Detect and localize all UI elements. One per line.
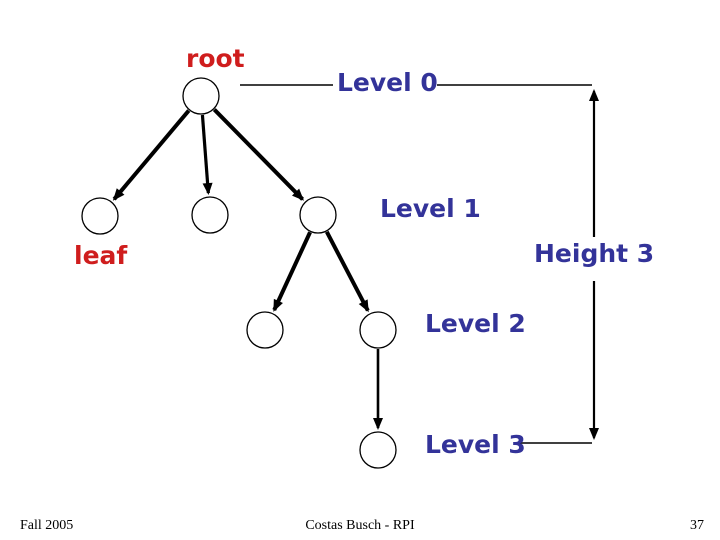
edges-layer: [112, 108, 383, 430]
tree-node-n2a: [246, 311, 284, 349]
height-label: Height 3: [531, 241, 658, 266]
level-0-label: Level 0: [337, 68, 438, 97]
tree-node-n1b: [191, 196, 229, 234]
footer-page-number: 37: [690, 518, 704, 533]
tree-node-n1c: [299, 196, 337, 234]
nodes-layer: [81, 77, 397, 469]
tree-node-root: [182, 77, 220, 115]
root-label: root: [186, 44, 245, 73]
level-3-label: Level 3: [425, 430, 526, 459]
level-2-label: Level 2: [425, 309, 526, 338]
footer-semester: Fall 2005: [20, 518, 74, 533]
leaf-label: leaf: [74, 241, 128, 270]
tree-node-n3: [359, 431, 397, 469]
tree-node-n2b: [359, 311, 397, 349]
reference-lines-layer: [240, 84, 592, 444]
level-1-label: Level 1: [380, 194, 481, 223]
tree-node-n1a: [81, 197, 119, 235]
footer-author: Costas Busch - RPI: [305, 518, 415, 533]
